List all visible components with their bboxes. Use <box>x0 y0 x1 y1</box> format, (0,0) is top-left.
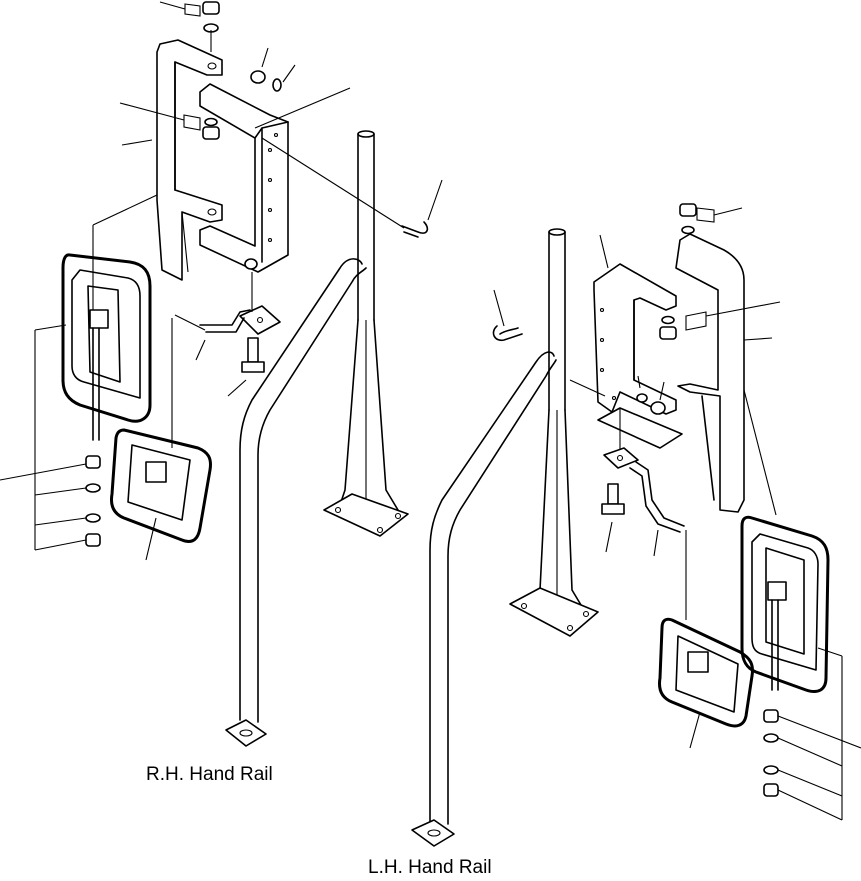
rh-outer-bracket <box>156 39 223 281</box>
rh-mirror-back <box>61 194 158 441</box>
lh-mirror-assembly <box>411 203 861 847</box>
lh-top-nut <box>679 203 743 235</box>
rh-frame-leader <box>254 87 351 129</box>
rh-hand-rail <box>225 258 367 747</box>
rh-top-nut <box>159 1 220 52</box>
lh-hand-rail <box>411 351 557 847</box>
lh-mirror-back <box>740 515 830 693</box>
rh-fastener-stack <box>0 324 101 551</box>
rh-post <box>323 130 409 537</box>
rh-base-plate <box>174 272 281 397</box>
lh-mirror-front <box>658 617 754 749</box>
lh-fastener-stack <box>763 647 861 821</box>
lh-hand-rail-label: L.H. Hand Rail <box>368 857 492 878</box>
rh-mirror-assembly <box>0 1 443 747</box>
lh-mid-nut <box>659 301 781 340</box>
lh-outer-bracket <box>675 233 773 513</box>
lh-base-plate <box>597 407 687 620</box>
rh-frame-nut <box>250 47 296 92</box>
rh-mirror-front <box>110 318 212 561</box>
rh-hand-rail-label: R.H. Hand Rail <box>146 764 273 785</box>
lh-inner-frame <box>569 234 777 516</box>
rh-inner-frame <box>199 83 289 273</box>
lh-hook <box>492 289 523 342</box>
lh-post <box>509 228 599 637</box>
rh-mid-nut <box>119 102 220 146</box>
rh-j-bolt <box>261 137 443 238</box>
